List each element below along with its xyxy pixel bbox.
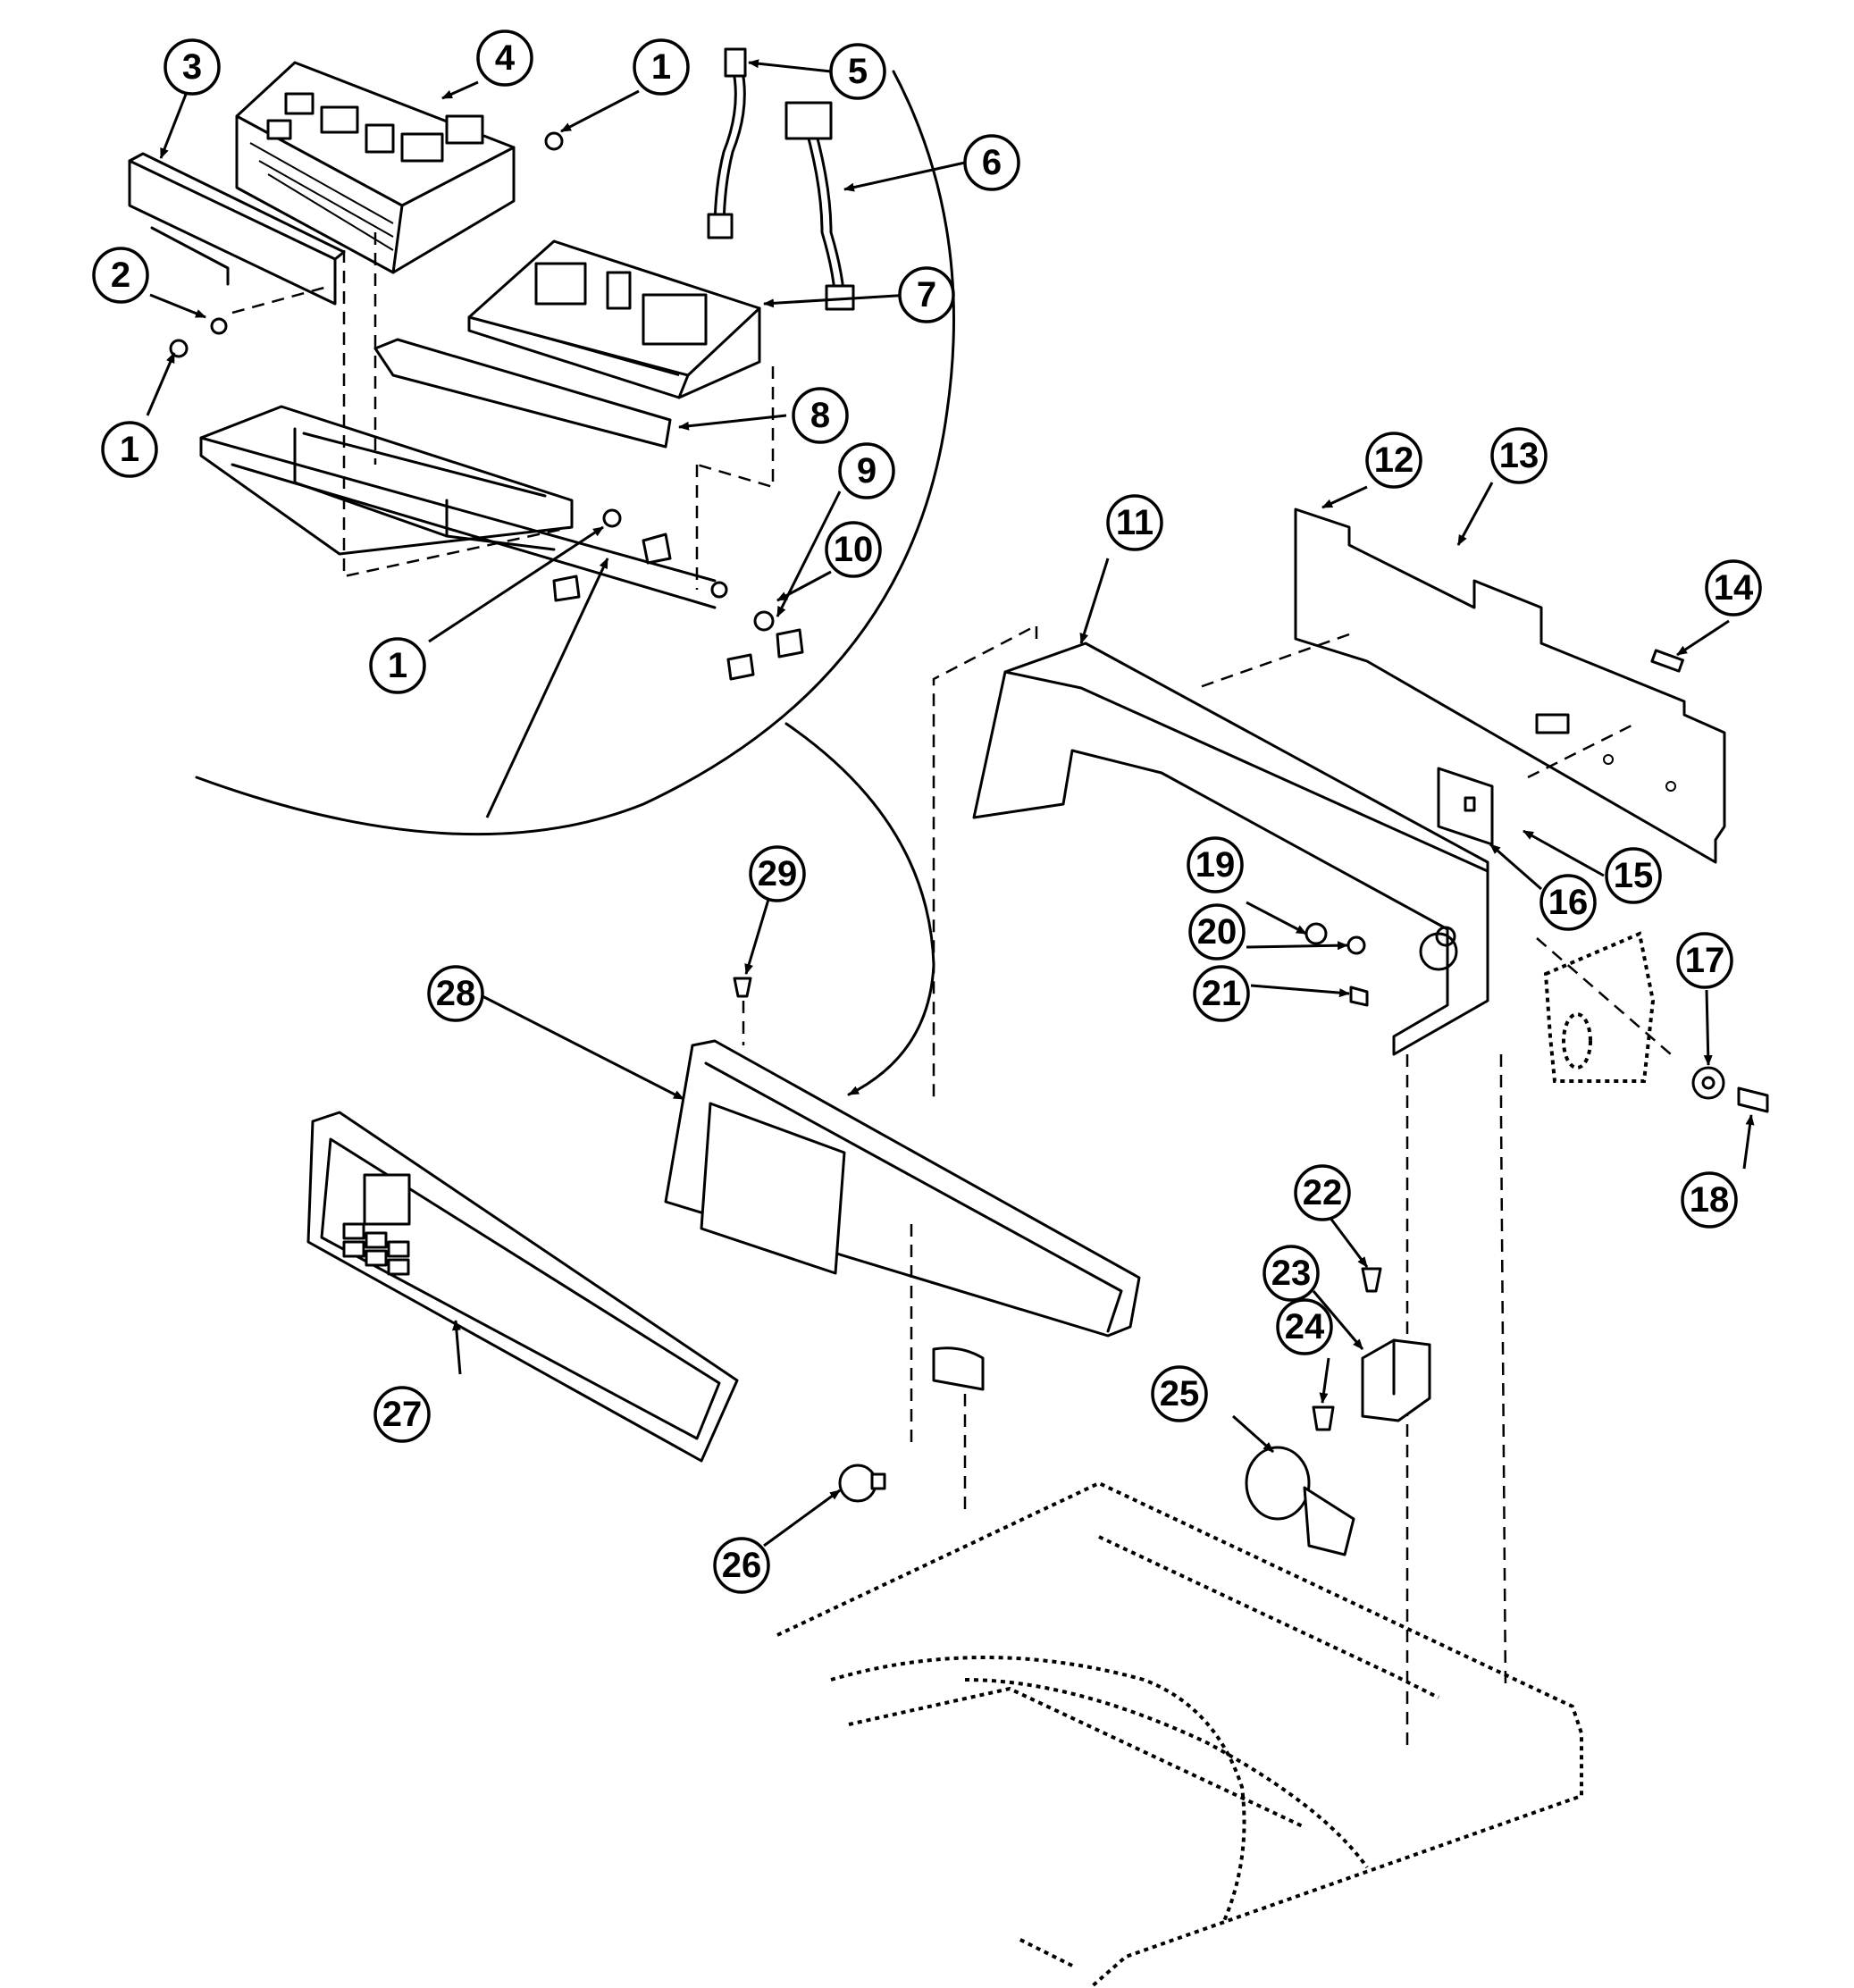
callout-29: 29 <box>749 845 806 902</box>
callout-23: 23 <box>1263 1245 1320 1302</box>
svg-text:1: 1 <box>388 646 407 685</box>
detail-dashed-guides <box>231 232 775 590</box>
callout-5: 5 <box>829 43 886 100</box>
part-17-star-washer <box>1691 1066 1725 1100</box>
part-clips <box>552 533 804 681</box>
svg-text:23: 23 <box>1271 1254 1312 1293</box>
detail-inset-arc <box>195 70 955 836</box>
svg-text:1: 1 <box>651 47 671 87</box>
callout-27: 27 <box>373 1386 431 1443</box>
part-18-bolt <box>1737 1086 1769 1113</box>
part-rail <box>373 338 672 449</box>
callout-1: 1 <box>369 637 426 694</box>
console-dashed-guides <box>742 1001 967 1510</box>
callout-7: 7 <box>898 266 955 323</box>
svg-text:25: 25 <box>1160 1374 1200 1413</box>
part-main-control-board <box>235 61 516 274</box>
cabinet-inner-outline <box>830 1656 1246 1922</box>
callout-24: 24 <box>1276 1298 1333 1355</box>
callout-26: 26 <box>713 1537 770 1594</box>
svg-text:15: 15 <box>1614 856 1654 895</box>
callout-6: 6 <box>963 134 1020 191</box>
callout-19: 19 <box>1187 836 1244 893</box>
callout-1: 1 <box>633 38 690 96</box>
svg-text:19: 19 <box>1195 845 1236 885</box>
callout-22: 22 <box>1294 1164 1351 1221</box>
svg-text:21: 21 <box>1202 974 1242 1013</box>
part-16-switch <box>1437 767 1494 846</box>
part-27-overlay-panel <box>306 1111 739 1463</box>
callout-1: 1 <box>101 421 158 478</box>
callout-15: 15 <box>1605 847 1662 904</box>
leader-lines <box>146 59 1755 1548</box>
svg-text:28: 28 <box>436 974 476 1013</box>
svg-text:1: 1 <box>120 430 139 469</box>
svg-text:16: 16 <box>1548 883 1589 922</box>
callout-18: 18 <box>1681 1171 1738 1229</box>
svg-text:17: 17 <box>1685 941 1725 980</box>
part-26-knob <box>838 1464 886 1503</box>
svg-text:2: 2 <box>111 256 130 295</box>
svg-text:27: 27 <box>382 1395 423 1434</box>
part-front-console <box>664 1039 1141 1391</box>
svg-text:11: 11 <box>1116 503 1154 542</box>
callout-4: 4 <box>476 29 533 87</box>
svg-text:4: 4 <box>495 38 516 78</box>
callout-16: 16 <box>1539 874 1597 931</box>
callout-10: 10 <box>825 521 882 578</box>
callout-2: 2 <box>92 247 149 304</box>
part-back-panel <box>1294 507 1726 864</box>
part-29-screw <box>733 977 752 998</box>
svg-text:6: 6 <box>982 143 1002 182</box>
part-secondary-control-board <box>467 239 761 399</box>
svg-text:14: 14 <box>1714 568 1754 608</box>
part-25-pressure-switch <box>1245 1446 1355 1556</box>
callout-12: 12 <box>1365 432 1422 489</box>
svg-text:9: 9 <box>857 451 877 491</box>
svg-text:24: 24 <box>1285 1307 1325 1346</box>
svg-text:20: 20 <box>1197 912 1237 952</box>
callout-25: 25 <box>1151 1365 1208 1422</box>
part-23-valve <box>1361 1338 1431 1422</box>
part-bracket <box>128 152 346 306</box>
callout-11: 11 <box>1106 494 1163 551</box>
callout-8: 8 <box>792 387 849 444</box>
callout-3: 3 <box>164 38 221 96</box>
part-21-screw <box>1349 986 1369 1007</box>
part-back-plate <box>1543 931 1656 1083</box>
part-wire-harnesses <box>707 47 855 311</box>
svg-text:22: 22 <box>1303 1173 1343 1212</box>
part-19-nut <box>1305 922 1328 945</box>
detail-connector-arc <box>784 722 935 1096</box>
part-22-screw <box>1361 1267 1382 1293</box>
svg-text:5: 5 <box>848 52 868 91</box>
svg-text:8: 8 <box>810 396 830 435</box>
svg-text:12: 12 <box>1374 440 1414 480</box>
part-20-washer <box>1346 935 1366 955</box>
callout-20: 20 <box>1188 903 1246 960</box>
svg-text:3: 3 <box>182 47 202 87</box>
callouts: 3 4 1 5 6 2 7 1 8 9 10 1 11 12 13 14 19 … <box>92 29 1762 1594</box>
svg-text:18: 18 <box>1690 1180 1730 1220</box>
callout-14: 14 <box>1705 559 1762 617</box>
part-14-clip <box>1650 649 1684 673</box>
callout-13: 13 <box>1490 427 1548 484</box>
callout-28: 28 <box>427 965 484 1022</box>
callout-17: 17 <box>1676 932 1733 989</box>
callout-9: 9 <box>838 442 895 499</box>
svg-text:10: 10 <box>834 530 874 569</box>
part-24-screw <box>1312 1405 1335 1431</box>
svg-text:13: 13 <box>1499 436 1539 475</box>
screw-icons <box>169 131 775 632</box>
svg-text:7: 7 <box>917 275 936 315</box>
frame-dashed-guides <box>932 623 1672 1751</box>
cabinet-top-outline <box>776 1481 1583 1988</box>
svg-text:26: 26 <box>722 1546 762 1585</box>
callout-21: 21 <box>1193 965 1250 1022</box>
svg-text:29: 29 <box>758 854 798 893</box>
